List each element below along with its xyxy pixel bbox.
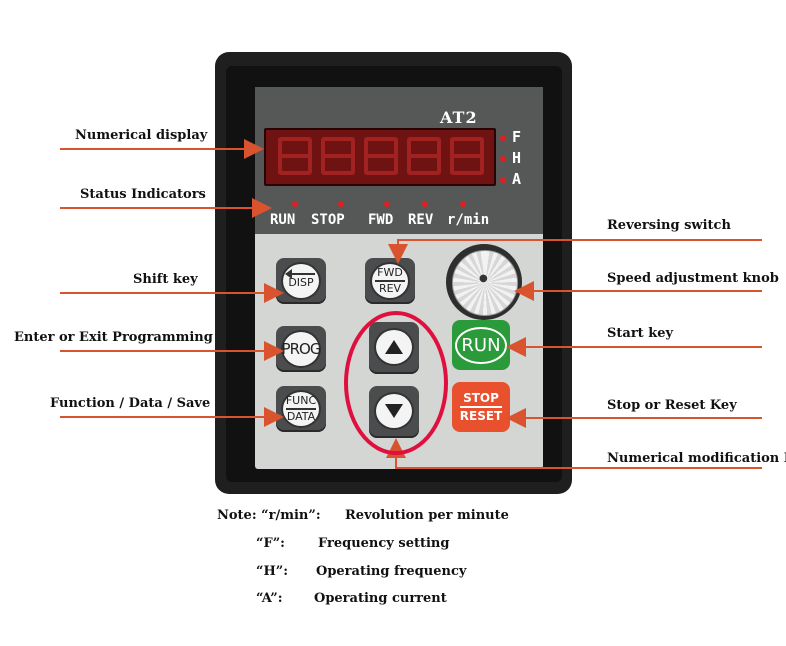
knob-indicator-icon: ●: [479, 273, 488, 284]
up-arrow-icon: [385, 340, 403, 354]
status-rmin-led: [460, 201, 466, 207]
highlight-ellipse: [344, 311, 448, 455]
note-f-key: “F”:: [256, 536, 285, 551]
status-run-led: [292, 201, 298, 207]
indicator-f-label: F: [512, 128, 522, 146]
disp-label: DISP: [288, 276, 314, 289]
up-button[interactable]: [369, 322, 419, 374]
rev-label: REV: [378, 282, 402, 295]
note-h-value: Operating frequency: [316, 564, 467, 579]
stop-reset-button[interactable]: STOP RESET: [452, 382, 510, 432]
status-stop-label: STOP: [311, 212, 345, 228]
label-enter-exit: Enter or Exit Programming: [14, 330, 213, 345]
shift-disp-button[interactable]: DISP: [276, 258, 326, 304]
display-digit: [364, 137, 398, 175]
indicator-h-led: [500, 156, 506, 162]
prog-label: PROG: [281, 340, 322, 358]
label-stop-reset: Stop or Reset Key: [607, 398, 737, 413]
status-rev-led: [422, 201, 428, 207]
display-digit: [407, 137, 441, 175]
reversing-switch-arrow: [388, 239, 762, 264]
label-numerical-display: Numerical display: [75, 128, 208, 143]
fwd-label: FWD: [377, 266, 403, 279]
fwd-rev-button[interactable]: FWD REV: [365, 258, 415, 304]
status-rmin-label: r/min: [447, 212, 490, 228]
run-label: RUN: [455, 326, 507, 364]
label-reversing-switch: Reversing switch: [607, 218, 731, 233]
down-button[interactable]: [369, 386, 419, 438]
indicator-a-label: A: [512, 170, 522, 188]
display-digit: [321, 137, 355, 175]
status-rev-label: REV: [408, 212, 434, 228]
status-stop-led: [338, 201, 344, 207]
run-button[interactable]: RUN: [452, 320, 510, 370]
note-rmin-key: Note: “r/min”:: [217, 508, 321, 523]
numerical-display: [264, 128, 496, 186]
label-status-indicators: Status Indicators: [80, 187, 206, 202]
label-shift-key: Shift key: [133, 272, 198, 287]
func-label: FUNC: [285, 394, 317, 407]
note-a-key: “A”:: [256, 591, 283, 606]
label-numerical-mod: Numerical modification Key: [607, 451, 786, 466]
indicator-f-led: [500, 135, 506, 141]
numerical-mod-arrow: [386, 438, 762, 469]
note-f-value: Frequency setting: [318, 536, 450, 551]
note-rmin-value: Revolution per minute: [345, 508, 509, 523]
status-fwd-label: FWD: [368, 212, 394, 228]
shift-arrow-icon: [285, 269, 315, 279]
status-run-label: RUN: [270, 212, 296, 228]
label-function-data: Function / Data / Save: [50, 396, 211, 411]
label-speed-knob: Speed adjustment knob: [607, 271, 779, 286]
indicator-h-label: H: [512, 149, 522, 167]
data-label: DATA: [286, 410, 316, 423]
display-digit: [450, 137, 484, 175]
brand-label: AT2: [440, 108, 478, 127]
stop-label: STOP: [463, 391, 499, 405]
note-h-key: “H”:: [256, 564, 289, 579]
indicator-a-led: [500, 177, 506, 183]
note-a-value: Operating current: [314, 591, 447, 606]
knob-cap: ●: [452, 250, 518, 316]
label-start-key: Start key: [607, 326, 674, 341]
reset-label: RESET: [459, 409, 503, 423]
status-fwd-led: [384, 201, 390, 207]
display-digit: [278, 137, 312, 175]
down-arrow-icon: [385, 404, 403, 418]
speed-knob[interactable]: ●: [446, 244, 522, 320]
prog-button[interactable]: PROG: [276, 326, 326, 372]
